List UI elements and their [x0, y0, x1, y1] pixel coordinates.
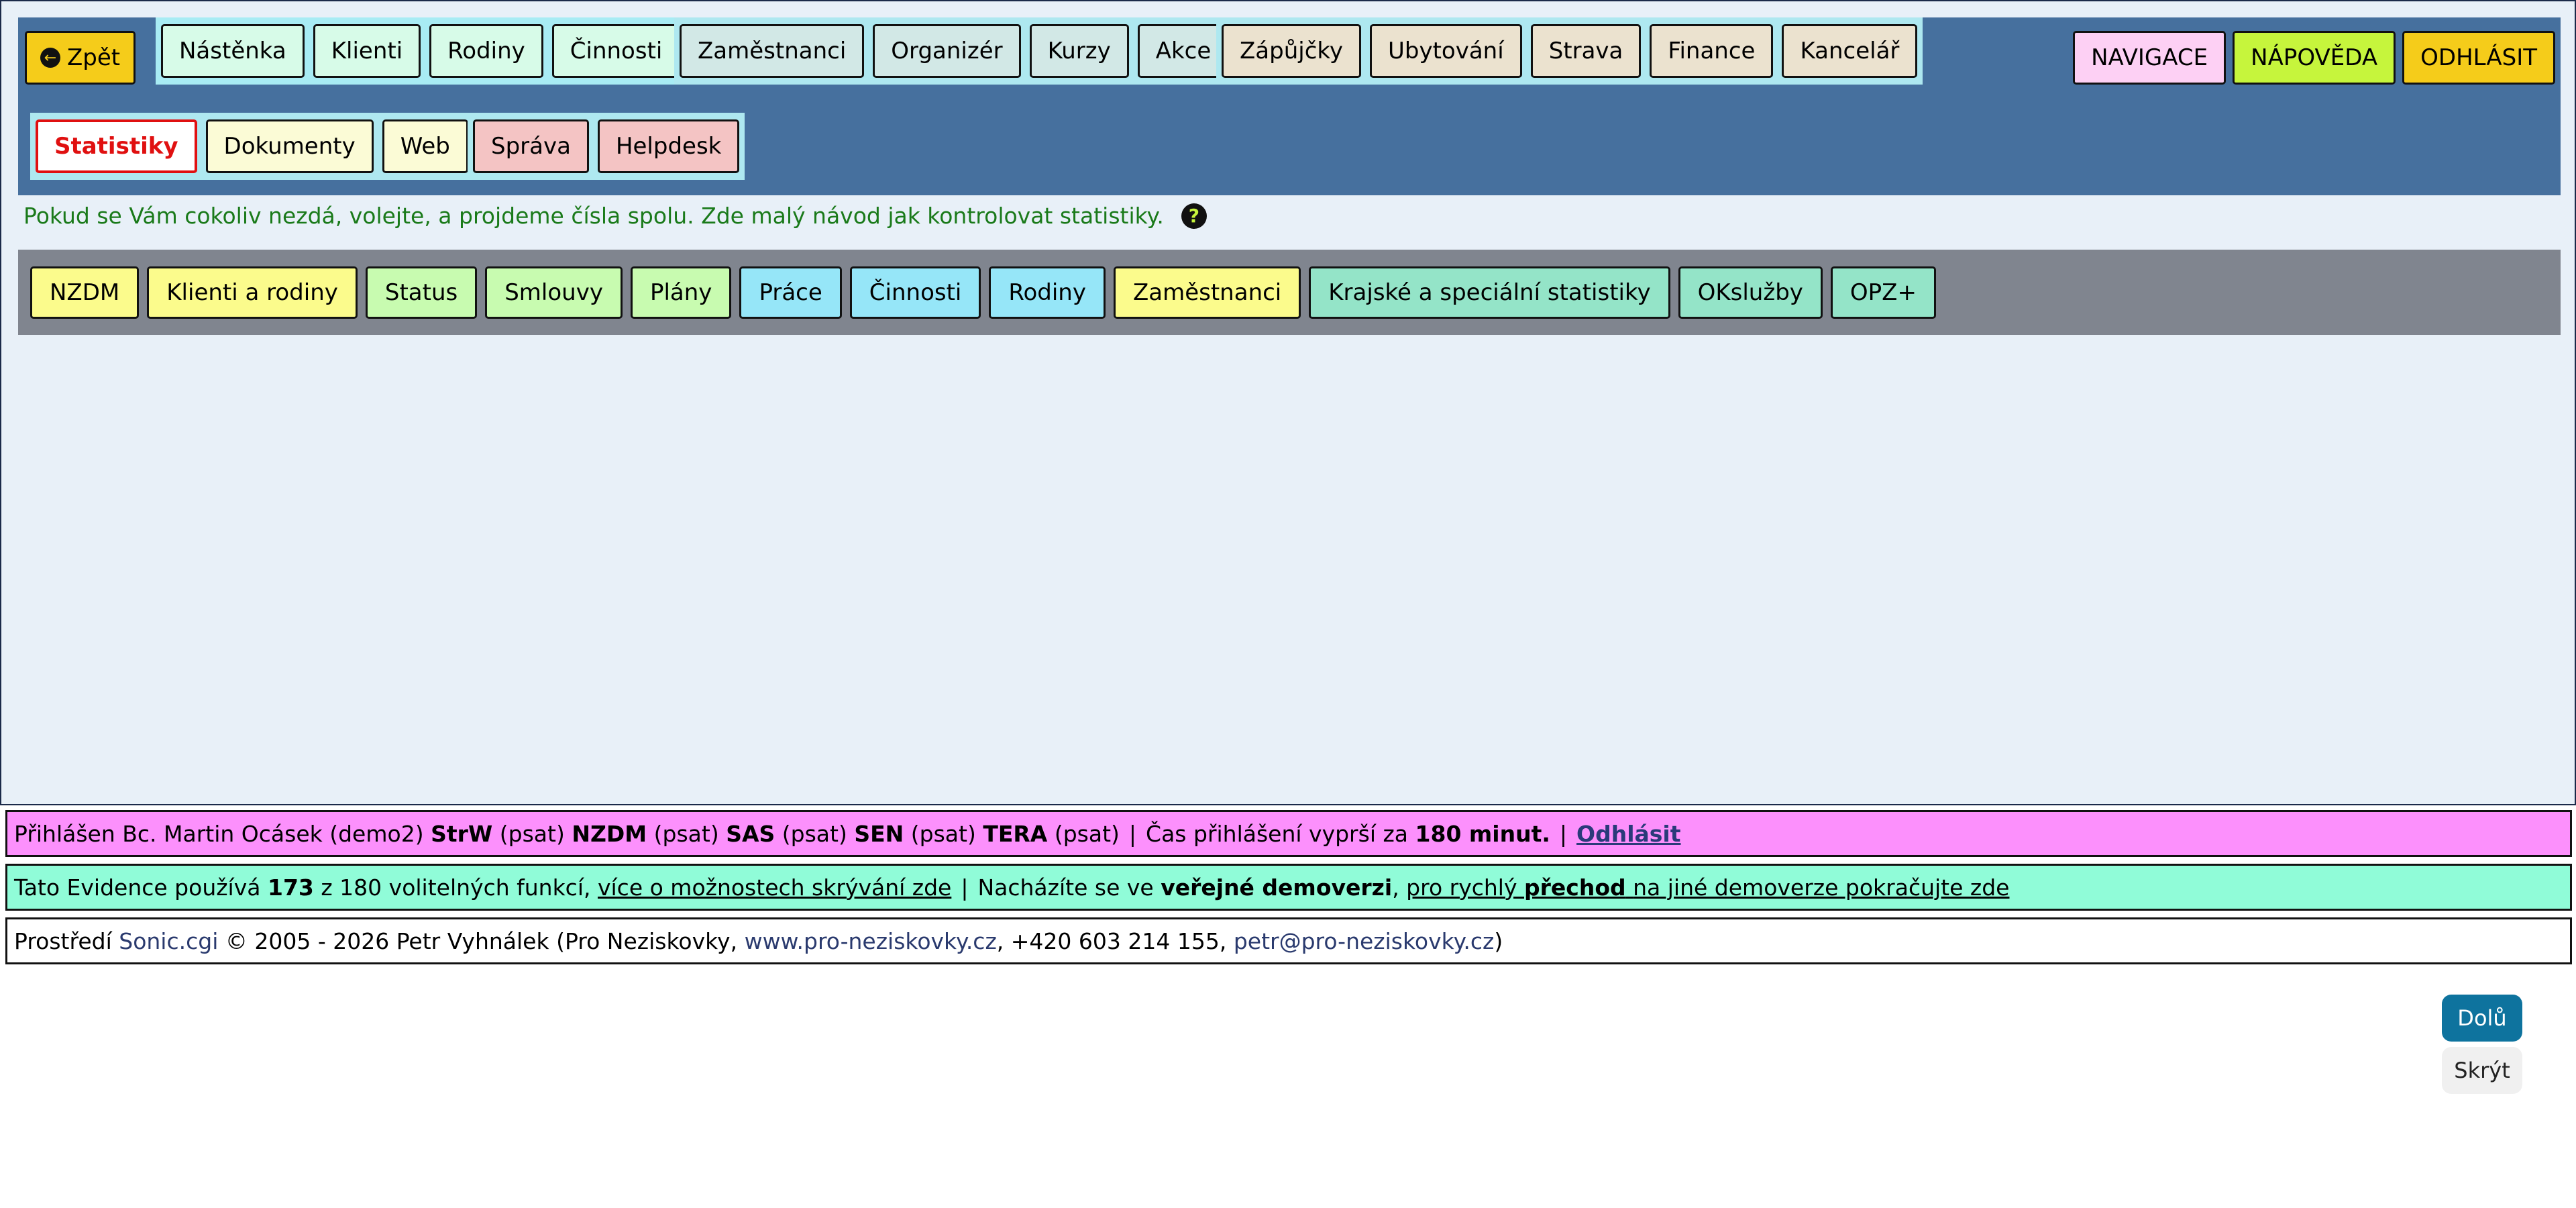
separator: | — [1559, 820, 1568, 847]
statistics-tab-bar: NZDM Klienti a rodiny Status Smlouvy Plá… — [18, 250, 2561, 335]
nav-group-clients: Nástěnka Klienti Rodiny Činnosti — [156, 17, 686, 85]
stat-tab-klienti-a-rodiny[interactable]: Klienti a rodiny — [147, 266, 358, 319]
separator: | — [961, 874, 969, 901]
role-name: SAS — [726, 820, 775, 847]
nav-kancelar[interactable]: Kancelář — [1782, 24, 1918, 78]
logout-link[interactable]: Odhlásit — [1576, 820, 1681, 847]
role-mode: (psat) — [653, 820, 719, 847]
role-mode: (psat) — [1054, 820, 1120, 847]
role-mode: (psat) — [910, 820, 976, 847]
role-name: SEN — [854, 820, 904, 847]
back-label: Zpět — [67, 44, 121, 71]
nav-group-docs: Statistiky Dokumenty Web — [30, 113, 474, 180]
nav-cinnosti[interactable]: Činnosti — [551, 24, 681, 78]
scroll-down-button[interactable]: Dolů — [2442, 995, 2522, 1042]
stat-tab-status[interactable]: Status — [365, 266, 478, 319]
switch-link-part: pro rychlý — [1406, 874, 1517, 901]
help-icon[interactable]: ? — [1181, 203, 1207, 229]
nav-rodiny[interactable]: Rodiny — [429, 24, 543, 78]
website-link[interactable]: www.pro-neziskovky.cz — [744, 927, 997, 954]
stat-tab-plany[interactable]: Plány — [630, 266, 732, 319]
switch-link-part: na jiné demoverze pokračujte zde — [1633, 874, 2010, 901]
info-line: Pokud se Vám cokoliv nezdá, volejte, a p… — [23, 203, 1207, 229]
stat-tab-cinnosti[interactable]: Činnosti — [849, 266, 981, 319]
nav-group-admin: Správa Helpdesk — [468, 113, 745, 180]
location-bold: veřejné demoverzi — [1161, 874, 1393, 901]
env-prefix: Prostředí — [14, 927, 112, 954]
stat-tab-oksluzby[interactable]: OKslužby — [1678, 266, 1823, 319]
env-link[interactable]: Sonic.cgi — [119, 927, 219, 954]
nav-web[interactable]: Web — [382, 119, 468, 173]
nav-sprava[interactable]: Správa — [473, 119, 589, 173]
nav-akce[interactable]: Akce — [1137, 24, 1230, 78]
nav-zamestnanci[interactable]: Zaměstnanci — [680, 24, 865, 78]
stat-tab-krajske[interactable]: Krajské a speciální statistiky — [1309, 266, 1670, 319]
stat-tab-prace[interactable]: Práce — [739, 266, 842, 319]
nav-organizer[interactable]: Organizér — [873, 24, 1021, 78]
stat-tab-rodiny[interactable]: Rodiny — [989, 266, 1106, 319]
nav-finance[interactable]: Finance — [1650, 24, 1774, 78]
nav-statistiky[interactable]: Statistiky — [36, 119, 197, 173]
arrow-left-icon: ← — [40, 48, 60, 68]
stat-tab-smlouvy[interactable]: Smlouvy — [485, 266, 623, 319]
login-prefix: Přihlášen Bc. Martin Ocásek (demo2) — [14, 820, 424, 847]
copyright-text: © 2005 - 2026 Petr Vyhnálek (Pro Nezisko… — [225, 927, 738, 954]
copyright-bar: Prostředí Sonic.cgi © 2005 - 2026 Petr V… — [5, 917, 2572, 964]
nav-dokumenty[interactable]: Dokumenty — [205, 119, 374, 173]
stat-tab-nzdm[interactable]: NZDM — [30, 266, 140, 319]
expiry-prefix: Čas přihlášení vyprší za — [1146, 820, 1409, 847]
switch-demo-link[interactable]: pro rychlý přechod na jiné demoverze pok… — [1406, 874, 2009, 901]
nav-nastenka[interactable]: Nástěnka — [161, 24, 305, 78]
features-bar: Tato Evidence používá 173 z 180 voliteln… — [5, 864, 2572, 911]
role-name: NZDM — [572, 820, 647, 847]
nav-helpdesk[interactable]: Helpdesk — [597, 119, 740, 173]
nav-group-right: NAVIGACE NÁPOVĚDA ODHLÁSIT — [2073, 24, 2555, 91]
role-name: StrW — [431, 820, 493, 847]
nav-zapujcky[interactable]: Zápůjčky — [1222, 24, 1361, 78]
nav-ubytovani[interactable]: Ubytování — [1370, 24, 1522, 78]
role-mode: (psat) — [782, 820, 847, 847]
back-button[interactable]: ← Zpět — [25, 31, 136, 85]
phone-text: , +420 603 214 155, — [996, 927, 1227, 954]
nav-strava[interactable]: Strava — [1530, 24, 1642, 78]
close-paren: ) — [1494, 927, 1503, 954]
features-prefix: Tato Evidence používá — [14, 874, 261, 901]
separator: | — [1128, 820, 1137, 847]
nav-kurzy[interactable]: Kurzy — [1029, 24, 1129, 78]
nav-klienti[interactable]: Klienti — [313, 24, 421, 78]
features-link[interactable]: více o možnostech skrývání zde — [597, 874, 952, 901]
role-name: TERA — [983, 820, 1048, 847]
switch-link-bold: přechod — [1524, 874, 1626, 901]
hide-button[interactable]: Skrýt — [2442, 1047, 2522, 1094]
nav-group-staff: Zaměstnanci Organizér Kurzy Akce — [674, 17, 1235, 85]
features-suffix: z 180 volitelných funkcí, — [321, 874, 591, 901]
role-mode: (psat) — [499, 820, 565, 847]
navigace-button[interactable]: NAVIGACE — [2073, 31, 2226, 85]
top-navigation-bar: ← Zpět Nástěnka Klienti Rodiny Činnosti … — [18, 17, 2561, 195]
nav-group-services: Zápůjčky Ubytování Strava Finance Kancel… — [1216, 17, 1923, 85]
main-frame: ← Zpět Nástěnka Klienti Rodiny Činnosti … — [0, 0, 2576, 805]
stat-tab-zamestnanci[interactable]: Zaměstnanci — [1113, 266, 1301, 319]
email-link[interactable]: petr@pro-neziskovky.cz — [1233, 927, 1495, 954]
napoveda-button[interactable]: NÁPOVĚDA — [2233, 31, 2396, 85]
back-group: ← Zpět — [25, 24, 136, 91]
info-text: Pokud se Vám cokoliv nezdá, volejte, a p… — [23, 203, 1164, 229]
features-used: 173 — [267, 874, 314, 901]
stat-tab-opz[interactable]: OPZ+ — [1830, 266, 1936, 319]
login-status-bar: Přihlášen Bc. Martin Ocásek (demo2) StrW… — [5, 810, 2572, 857]
expiry-value: 180 minut. — [1415, 820, 1550, 847]
location-prefix: Nacházíte se ve — [977, 874, 1154, 901]
odhlasit-button[interactable]: ODHLÁSIT — [2402, 31, 2555, 85]
